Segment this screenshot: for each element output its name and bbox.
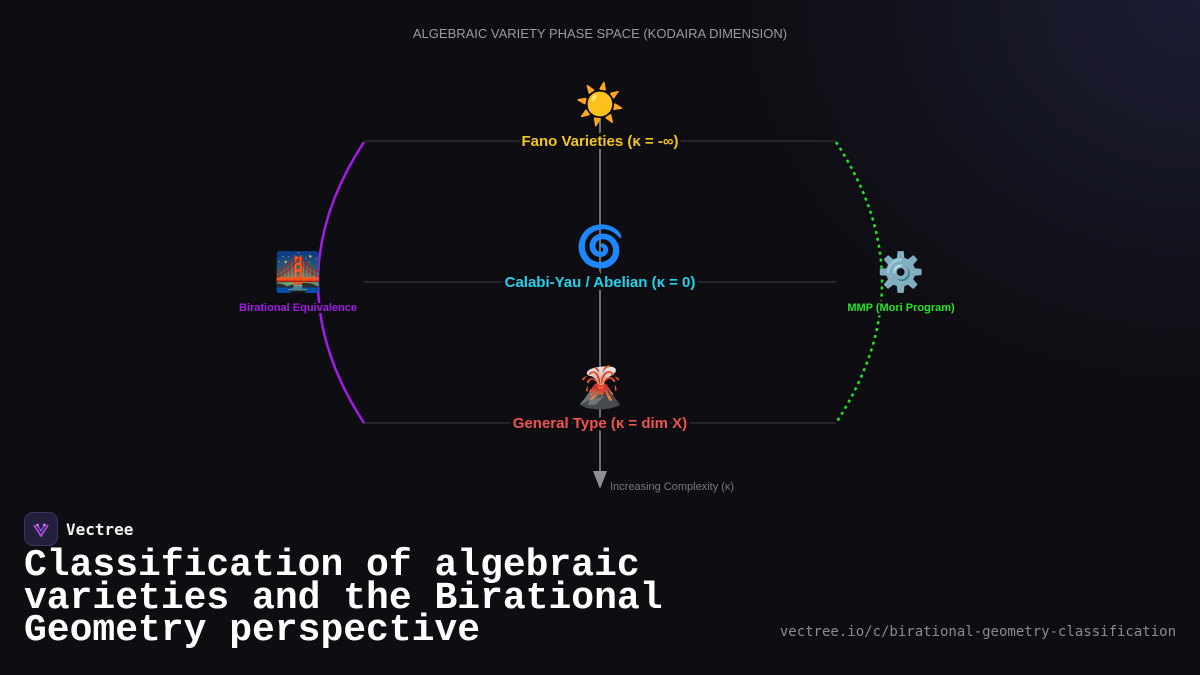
- mmp-label: MMP (Mori Program): [847, 302, 955, 314]
- kodaira-diagram: ALGEBRAIC VARIETY PHASE SPACE (KODAIRA D…: [237, 26, 957, 493]
- node-birational-equivalence: 🌉 Birational Equivalence: [237, 250, 359, 316]
- general-type-label: General Type (κ = dim X): [513, 415, 687, 432]
- complexity-axis-arrowhead: [593, 471, 607, 489]
- node-general-type: 🌋 General Type (κ = dim X): [510, 364, 690, 435]
- volcano-icon: 🌋: [575, 364, 625, 410]
- axis-label: Increasing Complexity (κ): [610, 481, 734, 493]
- mmp-arc: [834, 141, 884, 424]
- source-url[interactable]: vectree.io/c/birational-geometry-classif…: [779, 624, 1176, 640]
- brand: Vectree: [24, 512, 133, 546]
- sun-icon: ☀️: [575, 80, 625, 128]
- bridge-icon: 🌉: [274, 250, 321, 294]
- diagram-title: ALGEBRAIC VARIETY PHASE SPACE (KODAIRA D…: [413, 26, 787, 41]
- page-title: Classification of algebraic varieties an…: [24, 544, 663, 652]
- cyclone-icon: 🌀: [575, 222, 625, 269]
- birational-equivalence-label: Birational Equivalence: [239, 302, 357, 314]
- node-mmp: ⚙️ MMP (Mori Program): [845, 250, 957, 316]
- fano-label: Fano Varieties (κ = -∞): [521, 133, 678, 150]
- birational-equivalence-arc: [316, 141, 366, 424]
- vectree-logo-icon: [24, 512, 58, 546]
- node-fano: ☀️ Fano Varieties (κ = -∞): [518, 80, 681, 153]
- brand-name: Vectree: [66, 519, 134, 539]
- node-calabi-yau: 🌀 Calabi-Yau / Abelian (κ = 0): [502, 222, 699, 294]
- calabi-yau-label: Calabi-Yau / Abelian (κ = 0): [505, 274, 696, 291]
- gear-icon: ⚙️: [877, 250, 924, 294]
